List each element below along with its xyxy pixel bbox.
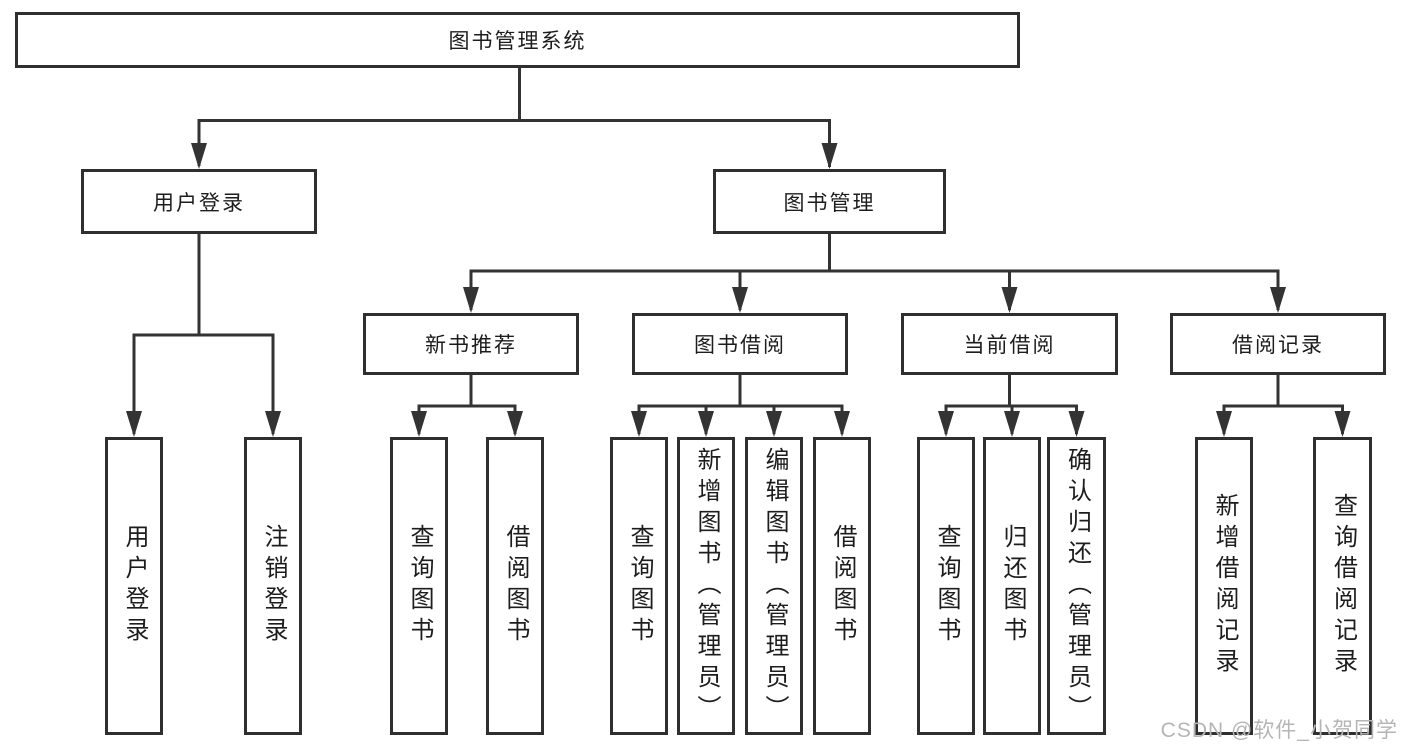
node-label: 图书管理: [783, 191, 876, 215]
arrowhead: [938, 411, 954, 437]
node-label: 图书借阅: [694, 334, 786, 357]
node-label: 用户登录: [121, 524, 148, 648]
arrowhead: [1004, 411, 1020, 437]
arrowhead: [1270, 287, 1286, 313]
node-label: 借阅记录: [1232, 334, 1324, 357]
leaf-borrow-books-borrowing: 借阅图书: [813, 437, 871, 735]
node-label: 编辑图书（管理员）: [761, 446, 788, 726]
node-label: 借阅图书: [829, 524, 856, 648]
leaf-borrow-books-recommend: 借阅图书: [486, 437, 544, 735]
node-label: 图书管理系统: [448, 30, 587, 53]
connector-recommend-to-leaves: [411, 375, 523, 437]
leaf-logout: 注销登录: [244, 437, 302, 735]
leaf-edit-books-admin: 编辑图书（管理员）: [745, 437, 803, 735]
arrowhead: [698, 411, 714, 437]
node-borrowing-records: 借阅记录: [1170, 313, 1386, 375]
arrowhead: [126, 411, 142, 437]
arrowhead: [732, 287, 748, 313]
arrowhead: [463, 287, 479, 313]
node-root: 图书管理系统: [15, 12, 1020, 68]
csdn-watermark: CSDN @软件_小贺同学: [1160, 719, 1398, 742]
node-label: 查询图书: [933, 524, 960, 648]
arrowhead: [1334, 411, 1351, 437]
node-current-borrowing: 当前借阅: [901, 313, 1118, 375]
connector-borrowing-to-leaves: [631, 375, 850, 437]
node-label: 查询图书: [626, 524, 653, 648]
leaf-query-books-recommend: 查询图书: [390, 437, 448, 735]
leaf-add-borrow-record: 新增借阅记录: [1195, 437, 1253, 735]
arrowhead: [411, 411, 427, 437]
arrowhead: [507, 411, 523, 437]
leaf-add-books-admin: 新增图书（管理员）: [677, 437, 735, 735]
arrowhead: [1068, 411, 1085, 437]
node-label: 新增借阅记录: [1211, 493, 1238, 679]
arrowhead: [821, 143, 838, 169]
node-book-borrowing: 图书借阅: [632, 313, 848, 375]
node-new-book-recommend: 新书推荐: [363, 313, 579, 375]
arrowhead: [834, 411, 850, 437]
arrowhead: [191, 143, 207, 169]
arrowhead: [265, 411, 281, 437]
node-label: 查询图书: [406, 524, 433, 648]
leaf-return-books: 归还图书: [983, 437, 1041, 735]
leaf-query-books-borrowing: 查询图书: [610, 437, 668, 735]
node-book-management: 图书管理: [713, 169, 946, 234]
leaf-confirm-return-admin: 确认归还（管理员）: [1047, 437, 1106, 735]
arrowhead: [1216, 411, 1232, 437]
node-label: 归还图书: [999, 524, 1026, 648]
arrowhead: [766, 411, 782, 437]
arrowhead: [631, 411, 647, 437]
node-label: 借阅图书: [502, 524, 529, 648]
arrowhead: [1001, 287, 1018, 313]
node-label: 注销登录: [260, 524, 287, 648]
leaf-query-books-current: 查询图书: [917, 437, 975, 735]
connector-mgmt-to-level3: [463, 234, 1286, 313]
node-label: 当前借阅: [963, 334, 1056, 357]
leaf-query-borrow-record: 查询借阅记录: [1313, 437, 1372, 735]
node-label: 查询借阅记录: [1329, 493, 1357, 679]
node-label: 用户登录: [153, 191, 245, 215]
node-user-login: 用户登录: [81, 169, 317, 234]
connector-root-to-level2: [191, 68, 838, 169]
connector-current-to-leaves: [938, 375, 1085, 437]
leaf-user-login: 用户登录: [105, 437, 163, 735]
connector-login-to-leaves: [126, 234, 281, 437]
node-label: 新书推荐: [425, 334, 517, 357]
node-label: 确认归还（管理员）: [1063, 446, 1091, 726]
connector-records-to-leaves: [1216, 375, 1351, 437]
node-label: 新增图书（管理员）: [693, 446, 720, 726]
